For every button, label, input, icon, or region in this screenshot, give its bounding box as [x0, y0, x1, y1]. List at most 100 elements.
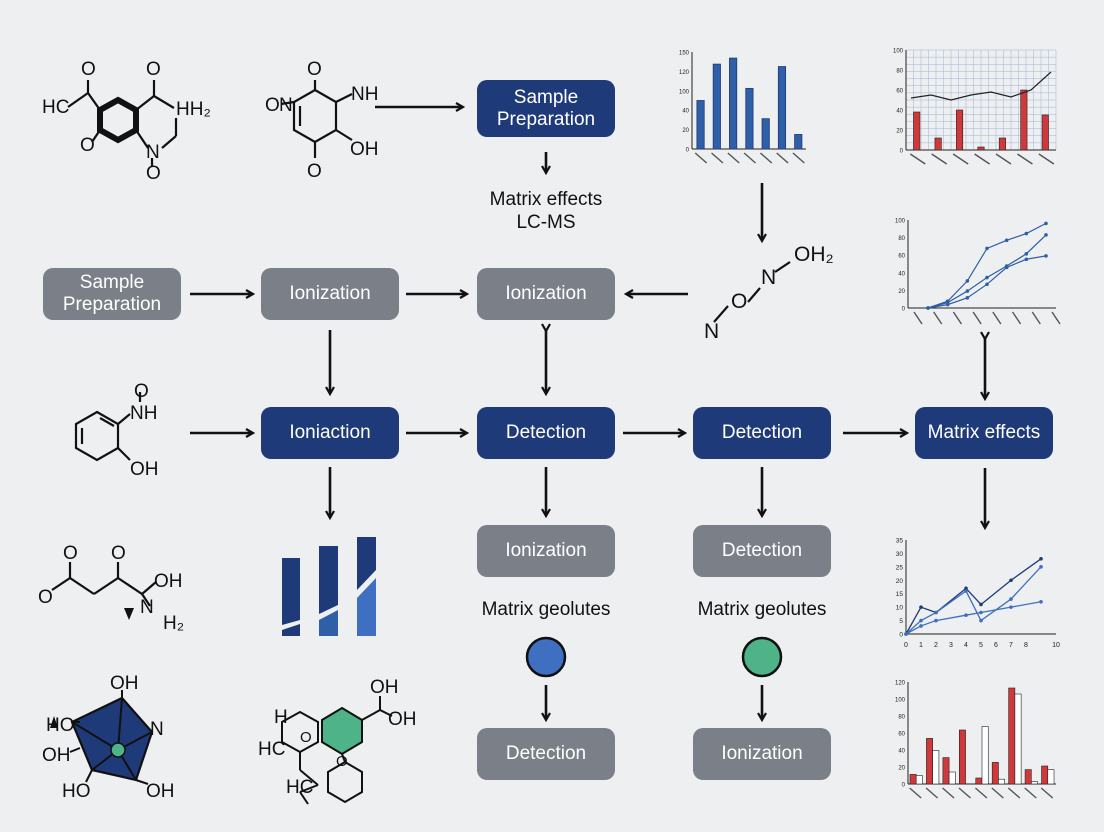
- c4-point: [934, 610, 938, 615]
- m6-oh-2: OH: [42, 745, 71, 766]
- c4-ytick: 15: [896, 591, 904, 598]
- c3-point: [1044, 233, 1048, 237]
- c1-bar: [745, 87, 754, 150]
- c4-point: [964, 613, 968, 617]
- c5-bar-white: [1031, 781, 1038, 785]
- c2-line: [910, 71, 1052, 101]
- c4-xtick: 0: [904, 642, 908, 649]
- c5-bar-red: [991, 762, 999, 785]
- c3-ytick: 60: [898, 254, 905, 260]
- m7-oh-2: OH: [388, 709, 417, 730]
- c4-xtick: 10: [1052, 642, 1060, 649]
- m2-o-2: O: [265, 95, 280, 116]
- c4-ytick: 25: [896, 564, 904, 571]
- c4-point: [1039, 565, 1043, 569]
- c3-point: [985, 275, 989, 280]
- c4-ytick: 0: [899, 632, 903, 639]
- node-detection-4: Detection: [477, 728, 615, 780]
- c3-point: [965, 289, 970, 293]
- c1-ytick: 20: [682, 128, 689, 134]
- c1-xtick: [711, 152, 724, 164]
- c5-bar-red: [1041, 765, 1049, 785]
- c3-xtick: [992, 311, 1002, 325]
- node-ionization-1: Ionization: [261, 268, 399, 320]
- c4-point: [1009, 605, 1013, 609]
- c3-point: [1004, 238, 1009, 243]
- m7-hc-1: HC: [258, 739, 286, 760]
- c3-xtick: [1031, 311, 1041, 325]
- c5-bar-white: [948, 771, 956, 785]
- c3-xtick: [952, 311, 963, 325]
- c5-bar-white: [932, 750, 940, 785]
- label-matrix-geolutes-1: Matrix geolutes: [481, 599, 611, 620]
- c5-bar-red: [942, 757, 950, 785]
- c4-point: [1039, 557, 1043, 561]
- c5-bar-white: [915, 775, 923, 785]
- title-line-2: LC-MS: [516, 212, 576, 233]
- c4-point: [979, 602, 983, 607]
- node-matrix-effects: Matrix effects: [915, 407, 1053, 459]
- c1-ytick: 0: [686, 148, 690, 154]
- c3-point: [945, 302, 950, 307]
- c2-bar: [934, 137, 942, 151]
- m3-n-1: N: [761, 266, 777, 289]
- c4-point: [904, 632, 908, 636]
- m5-n: N: [140, 597, 154, 618]
- c3-point: [1044, 254, 1048, 258]
- c3-series-line: [927, 222, 1047, 309]
- c4-point: [964, 586, 968, 591]
- m2-nh: NH: [351, 84, 379, 105]
- c2-ytick: 60: [896, 89, 903, 95]
- c3-series-line: [927, 255, 1047, 309]
- c2-xtick: [995, 153, 1012, 165]
- c3-xtick: [1011, 311, 1022, 325]
- c2-xtick: [974, 153, 990, 165]
- c1-bar: [729, 57, 738, 150]
- c3-xtick: [933, 311, 943, 325]
- m6-oh-3: OH: [146, 781, 175, 802]
- c1-ytick: 150: [679, 51, 690, 57]
- c3-xtick: [1051, 311, 1061, 325]
- m6-n: N: [150, 719, 164, 740]
- c2-ytick: 20: [896, 129, 903, 135]
- wedge-1: [124, 608, 134, 620]
- m6-ho-1: HO: [46, 715, 75, 736]
- m4-oh: OH: [130, 459, 159, 480]
- c4-xtick: 8: [1024, 642, 1028, 649]
- c3-point: [1004, 265, 1009, 270]
- molecule-4: [74, 392, 142, 462]
- m7-o-1: O: [300, 729, 312, 746]
- m4-nh: NH: [130, 403, 158, 424]
- m5-oh: OH: [154, 571, 183, 592]
- c1-bar: [761, 118, 770, 150]
- c4-series-line: [905, 558, 1042, 635]
- c5-ytick: 0: [902, 783, 906, 789]
- c1-xtick: [792, 152, 805, 164]
- c5-bar-white: [998, 778, 1005, 785]
- c4-point: [934, 618, 938, 623]
- c1-bar: [777, 66, 787, 150]
- molecule-7: [281, 696, 393, 805]
- c1-bar: [712, 63, 721, 150]
- m5-o-2: O: [111, 543, 126, 564]
- c3-point: [1024, 257, 1029, 262]
- c2-bar: [1041, 114, 1049, 151]
- c5-xtick: [1040, 787, 1054, 799]
- m7-oh-1: OH: [370, 677, 399, 698]
- c5-xtick: [1007, 787, 1021, 799]
- c1-bar: [696, 100, 705, 150]
- c5-bar-red: [959, 729, 966, 785]
- c5-ytick: 40: [898, 749, 905, 755]
- c1-xtick: [727, 152, 740, 164]
- c4-ytick: 10: [896, 605, 904, 612]
- c1-bar: [794, 134, 803, 150]
- c4-xtick: 1: [919, 642, 923, 649]
- c5-ytick: 100: [895, 698, 906, 704]
- c1-xtick: [694, 152, 708, 164]
- c5-xtick: [942, 787, 955, 799]
- c3-ytick: 40: [898, 271, 905, 277]
- m7-hc-2: HC: [286, 777, 314, 798]
- c4-point: [919, 605, 923, 609]
- c4-xtick: 3: [949, 642, 953, 649]
